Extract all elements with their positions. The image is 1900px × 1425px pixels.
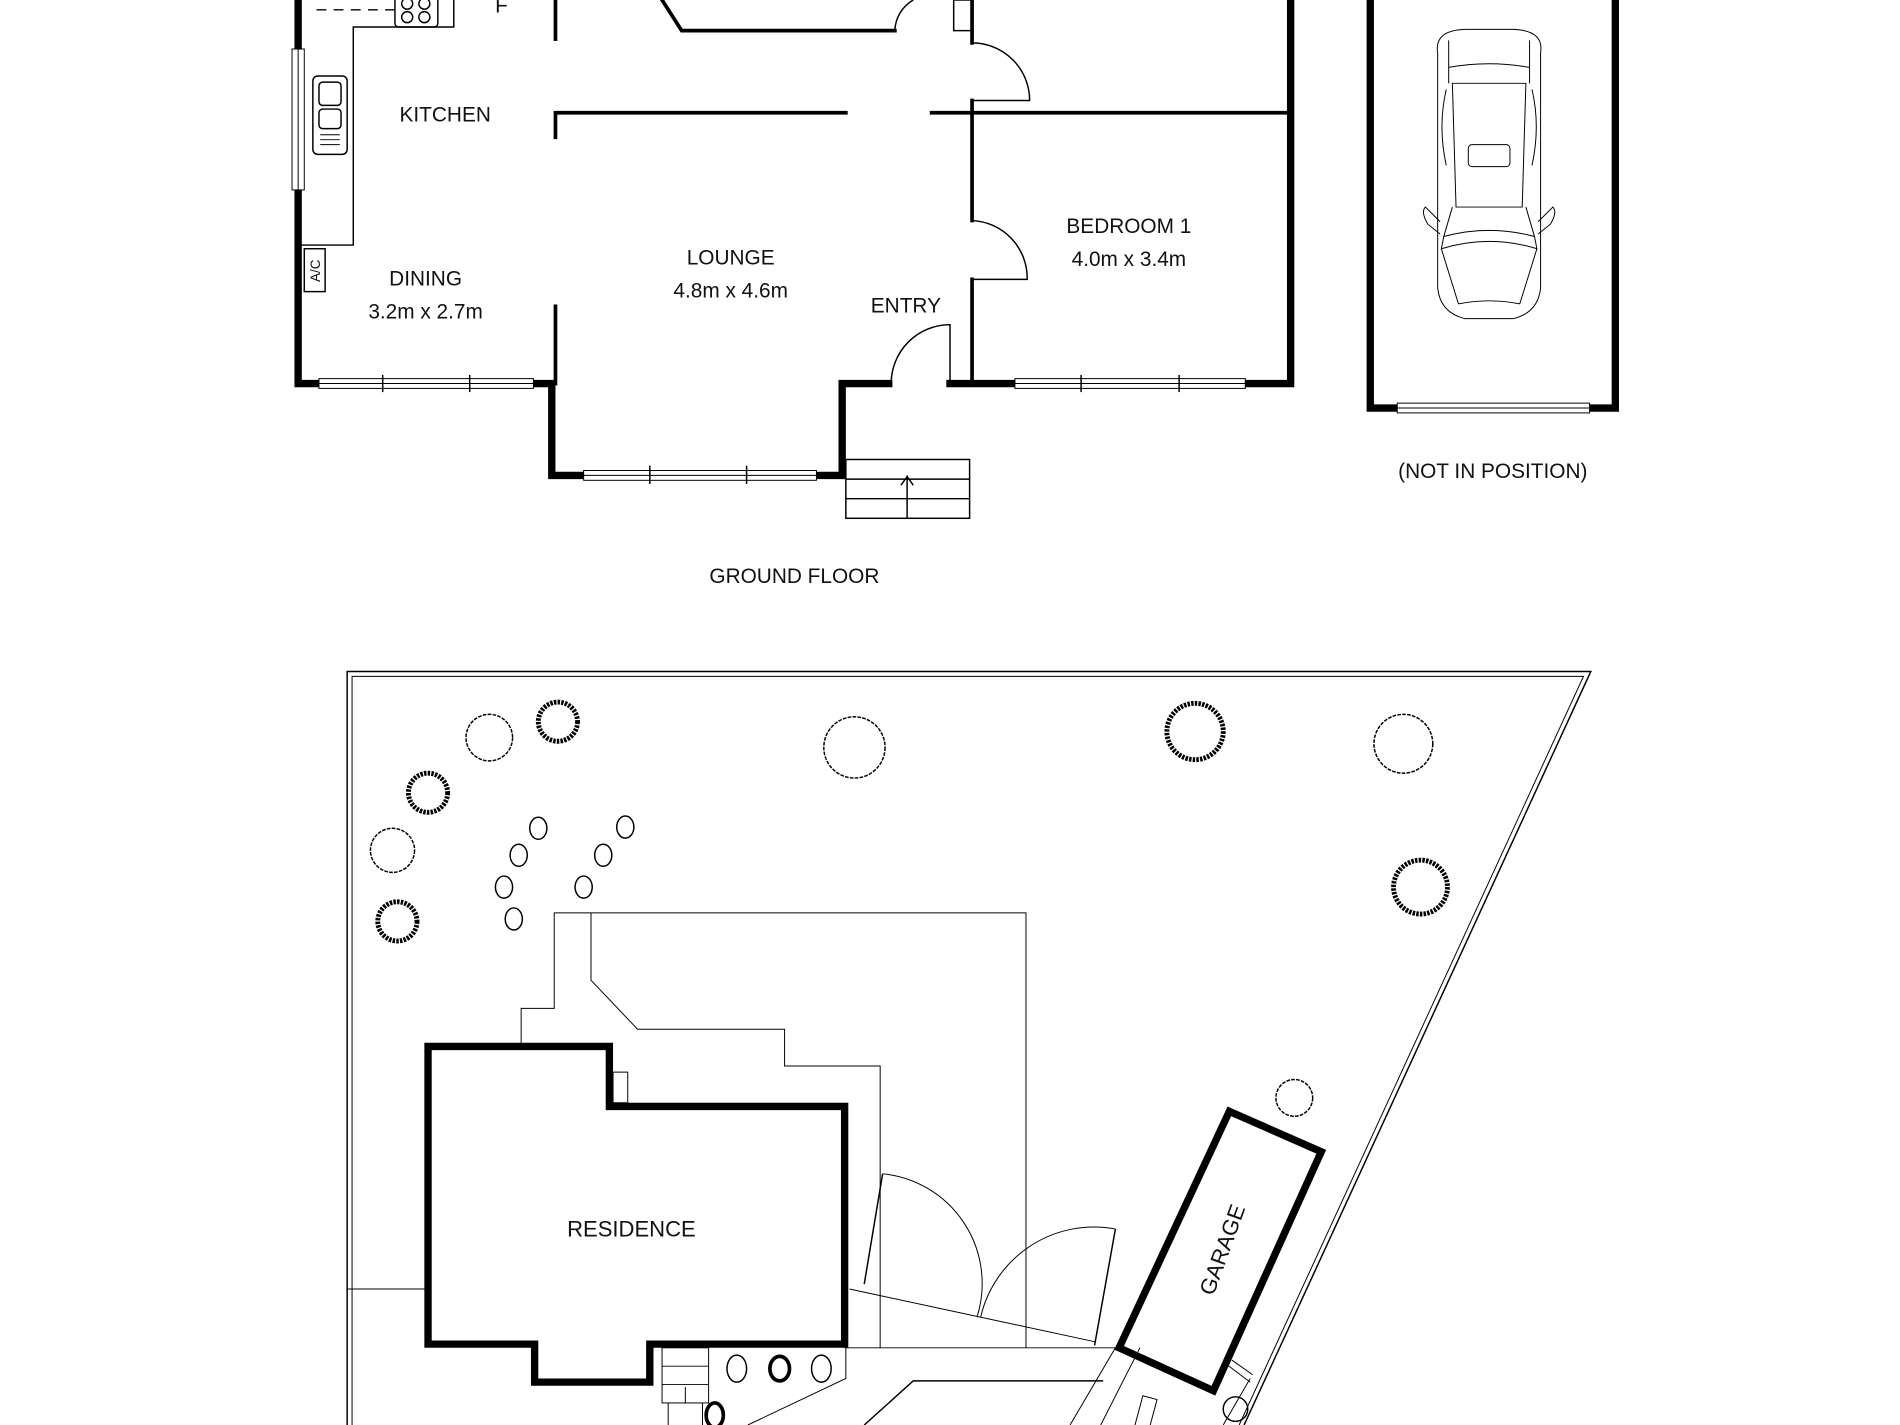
site-boundary — [346, 670, 1592, 1425]
room-name-bedroom-1: BEDROOM 1 — [1066, 215, 1191, 238]
carport-note: (NOT IN POSITION) — [1398, 460, 1587, 483]
ground-floor-plan: F A/C KITCHEN DINING 3.2m x 2.7m LOUNGE … — [291, 0, 1295, 588]
floor-title: GROUND FLOOR — [709, 565, 879, 588]
shrub-icon — [768, 1354, 792, 1383]
residence-label: RESIDENCE — [567, 1216, 696, 1241]
windows — [291, 48, 1246, 484]
tree-icon — [1222, 1396, 1249, 1423]
trees — [369, 699, 1450, 1425]
shrub-icon — [405, 770, 451, 815]
entry-stairs-icon — [845, 458, 971, 520]
fridge-label: F — [495, 0, 508, 17]
car-icon — [1422, 28, 1556, 320]
stepping-stones — [494, 815, 635, 931]
room-name-kitchen: KITCHEN — [400, 103, 491, 126]
shrub-icon — [1391, 857, 1450, 917]
garage: GARAGE — [1114, 1106, 1327, 1425]
room-name-entry: ENTRY — [871, 294, 941, 317]
garage-label: GARAGE — [1194, 1201, 1250, 1298]
tree-icon — [369, 827, 416, 874]
shrub-icon — [704, 1401, 726, 1425]
shrub-icon — [375, 899, 420, 944]
room-size-bedroom-1: 4.0m x 3.4m — [1072, 248, 1187, 271]
shrub-icon — [1164, 700, 1226, 763]
room-name-lounge: LOUNGE — [687, 247, 775, 270]
stairs-icon — [612, 1071, 710, 1425]
shrub-icon — [726, 1354, 748, 1383]
gate-icon — [863, 1173, 1117, 1346]
rock-icon — [504, 907, 524, 931]
shrub-icon — [535, 699, 580, 744]
tree-icon — [823, 716, 886, 779]
rock-icon — [528, 816, 548, 841]
rock-icon — [593, 843, 613, 868]
tree-icon — [465, 713, 514, 762]
room-size-dining: 3.2m x 2.7m — [368, 301, 483, 324]
rock-icon — [509, 843, 529, 868]
residence: RESIDENCE — [424, 1042, 849, 1425]
ac-unit: A/C — [303, 247, 326, 293]
interior-walls — [553, 0, 1293, 386]
rock-icon — [615, 815, 635, 839]
tree-icon — [1373, 713, 1434, 774]
tree-icon — [1275, 1078, 1314, 1117]
site-plan: RESIDENCE GARAGE — [346, 670, 1592, 1425]
ac-label: A/C — [308, 259, 323, 282]
stove-icon — [394, 0, 439, 28]
shrub-icon — [810, 1354, 832, 1383]
doors — [890, 0, 1031, 384]
rock-icon — [574, 875, 593, 899]
carport-plan: (NOT IN POSITION) — [1366, 0, 1620, 483]
yard-outlines — [347, 912, 1158, 1425]
sink-icon — [312, 75, 348, 156]
room-name-dining: DINING — [389, 267, 462, 290]
room-size-lounge: 4.8m x 4.6m — [673, 280, 788, 303]
rock-icon — [494, 875, 514, 899]
kitchen-fittings: F A/C — [298, 0, 508, 293]
